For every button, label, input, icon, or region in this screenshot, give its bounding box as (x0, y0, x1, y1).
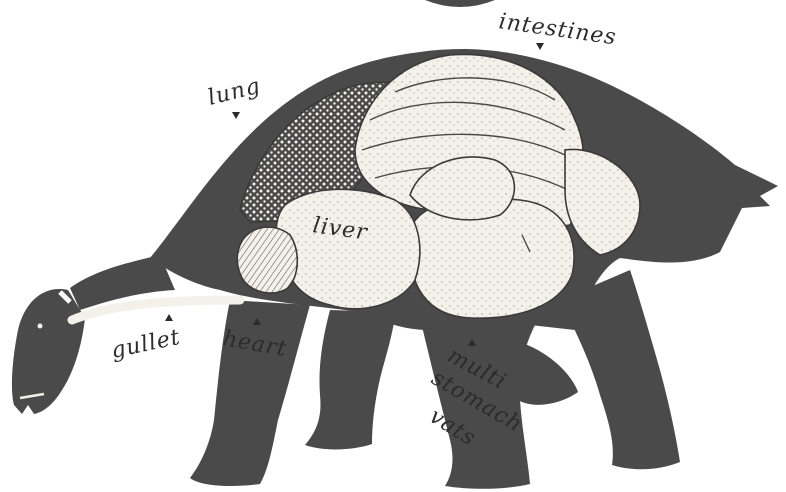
heart-organ (237, 227, 297, 293)
front-leg-near (190, 300, 310, 486)
eye-icon (38, 324, 43, 329)
head-silhouette (12, 289, 85, 414)
intestines-arrow-icon (536, 43, 544, 50)
front-leg-far (305, 310, 395, 449)
lung-arrow-icon (232, 112, 240, 119)
knee-patch (510, 340, 578, 405)
label-lung: lung (205, 74, 263, 111)
hind-leg-far (560, 270, 680, 469)
label-gullet: gullet (109, 325, 183, 364)
gullet-arrow-icon (165, 314, 173, 321)
label-intestines: intestines (497, 9, 618, 50)
top-arc-fragment (425, 0, 495, 7)
